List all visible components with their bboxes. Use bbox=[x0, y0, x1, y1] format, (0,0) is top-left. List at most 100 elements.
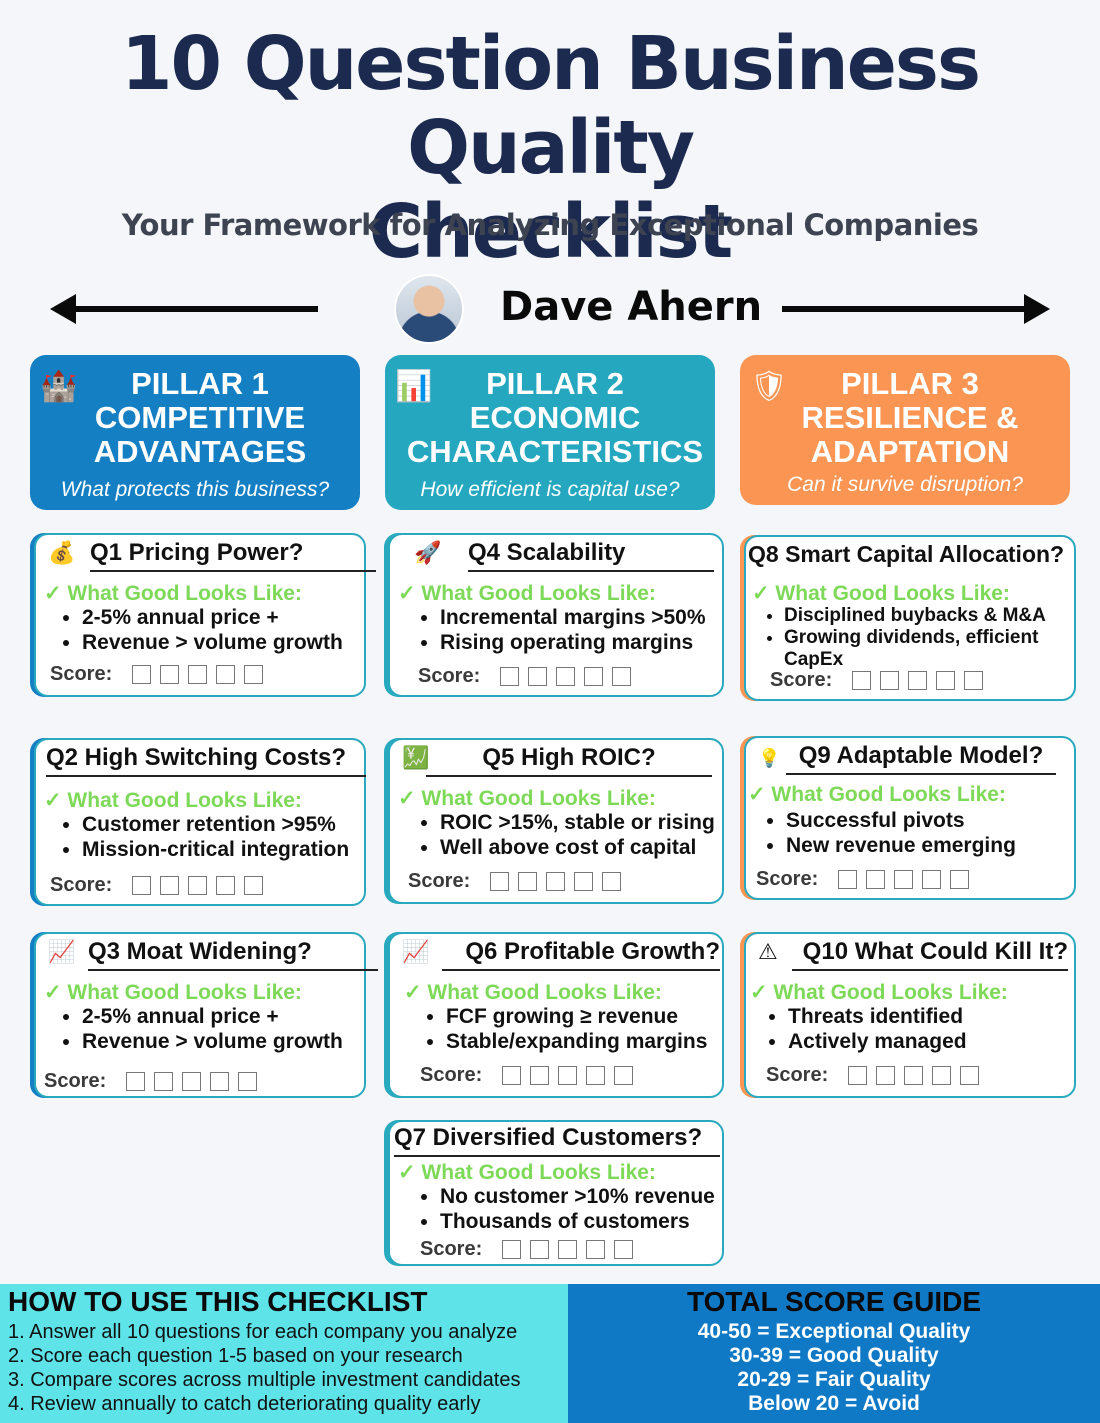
score-checkbox[interactable] bbox=[574, 872, 594, 891]
score-checkbox[interactable] bbox=[612, 667, 632, 686]
bullet-list: Threats identified Actively managed bbox=[784, 1004, 967, 1054]
list-item: Revenue > volume growth bbox=[82, 1029, 343, 1054]
score-checkbox[interactable] bbox=[530, 1240, 550, 1259]
score-guide-line: 30-39 = Good Quality bbox=[729, 1344, 939, 1367]
pillar-question: How efficient is capital use? bbox=[420, 478, 680, 501]
score-checkbox[interactable] bbox=[558, 1066, 578, 1085]
score-checkbox[interactable] bbox=[936, 671, 956, 690]
score-checkbox[interactable] bbox=[502, 1240, 522, 1259]
question-title: Q10 What Could Kill It? bbox=[792, 938, 1068, 971]
list-item: Mission-critical integration bbox=[82, 837, 349, 862]
score-checkbox[interactable] bbox=[132, 876, 152, 895]
score-checkbox[interactable] bbox=[160, 876, 180, 895]
list-item: 2-5% annual price + bbox=[82, 1004, 343, 1029]
good-label: ✓ What Good Looks Like: bbox=[748, 783, 1006, 806]
score-checkbox[interactable] bbox=[876, 1066, 896, 1085]
score-checkbox[interactable] bbox=[546, 872, 566, 891]
score-row: Score: bbox=[50, 663, 264, 686]
pillar-question: What protects this business? bbox=[60, 478, 330, 501]
pillar-title: PILLAR 2 ECONOMIC CHARACTERISTICS bbox=[406, 366, 704, 469]
list-item: 1. Answer all 10 questions for each comp… bbox=[8, 1321, 518, 1343]
score-checkbox[interactable] bbox=[216, 876, 236, 895]
question-card-q6: 📈 Q6 Profitable Growth? ✓ What Good Look… bbox=[388, 932, 724, 1098]
score-checkbox[interactable] bbox=[866, 870, 886, 889]
score-checkbox[interactable] bbox=[188, 665, 208, 684]
pillar-title: PILLAR 3 RESILIENCE & ADAPTATION bbox=[801, 366, 1019, 469]
score-checkbox[interactable] bbox=[614, 1066, 634, 1085]
pillar-3: 🛡 PILLAR 3 RESILIENCE & ADAPTATION Can i… bbox=[740, 355, 1070, 505]
author-name: Dave Ahern bbox=[500, 284, 763, 330]
score-checkbox[interactable] bbox=[964, 671, 984, 690]
score-checkbox[interactable] bbox=[602, 872, 622, 891]
score-checkbox[interactable] bbox=[244, 876, 264, 895]
score-checkbox[interactable] bbox=[558, 1240, 578, 1259]
how-to-panel: HOW TO USE THIS CHECKLIST 1. Answer all … bbox=[0, 1284, 568, 1423]
good-label: ✓ What Good Looks Like: bbox=[398, 582, 656, 605]
score-row: Score: bbox=[408, 870, 622, 893]
pillar-question: Can it survive disruption? bbox=[787, 473, 1023, 496]
score-checkbox[interactable] bbox=[848, 1066, 868, 1085]
score-checkbox[interactable] bbox=[132, 665, 152, 684]
score-checkbox[interactable] bbox=[188, 876, 208, 895]
bullet-list: Incremental margins >50% Rising operatin… bbox=[436, 605, 706, 655]
score-checkbox[interactable] bbox=[556, 667, 576, 686]
score-checkbox[interactable] bbox=[490, 872, 510, 891]
score-checkbox[interactable] bbox=[922, 870, 942, 889]
score-checkbox[interactable] bbox=[528, 667, 548, 686]
pillar-title: PILLAR 1 COMPETITIVE ADVANTAGES bbox=[93, 366, 307, 469]
question-card-q8: Q8 Smart Capital Allocation? ✓ What Good… bbox=[744, 535, 1076, 701]
rocket-icon: 🚀 bbox=[414, 541, 442, 566]
arrow-right-line bbox=[782, 306, 1038, 312]
arrow-right-icon bbox=[1024, 294, 1050, 324]
score-checkbox[interactable] bbox=[584, 667, 604, 686]
question-card-q7: Q7 Diversified Customers? ✓ What Good Lo… bbox=[388, 1120, 724, 1266]
score-row: Score: bbox=[418, 665, 632, 688]
bullet-list: 2-5% annual price + Revenue > volume gro… bbox=[78, 1004, 343, 1054]
question-title: Q1 Pricing Power? bbox=[90, 539, 376, 572]
score-checkbox[interactable] bbox=[238, 1072, 258, 1091]
score-checkbox[interactable] bbox=[126, 1072, 146, 1091]
score-checkbox[interactable] bbox=[932, 1066, 952, 1085]
score-checkbox[interactable] bbox=[880, 671, 900, 690]
score-checkbox[interactable] bbox=[500, 667, 520, 686]
score-checkbox[interactable] bbox=[530, 1066, 550, 1085]
score-checkbox[interactable] bbox=[852, 671, 872, 690]
question-title: Q2 High Switching Costs? bbox=[46, 744, 366, 777]
score-label: Score: bbox=[44, 1070, 107, 1092]
score-checkbox[interactable] bbox=[838, 870, 858, 889]
list-item: ROIC >15%, stable or rising bbox=[440, 810, 715, 835]
score-checkbox[interactable] bbox=[894, 870, 914, 889]
list-item: 3. Compare scores across multiple invest… bbox=[8, 1369, 521, 1391]
pillar-1: 🏰 PILLAR 1 COMPETITIVE ADVANTAGES What p… bbox=[30, 355, 360, 510]
score-checkbox[interactable] bbox=[154, 1072, 174, 1091]
list-item: 4. Review annually to catch deterioratin… bbox=[8, 1393, 481, 1415]
score-guide-line: 20-29 = Fair Quality bbox=[737, 1368, 931, 1391]
warning-icon: ⚠ bbox=[758, 940, 778, 965]
score-checkbox[interactable] bbox=[908, 671, 928, 690]
how-to-steps: 1. Answer all 10 questions for each comp… bbox=[8, 1320, 560, 1416]
score-label: Score: bbox=[408, 870, 471, 892]
money-bag-icon: 💰 bbox=[48, 541, 76, 566]
score-checkbox[interactable] bbox=[960, 1066, 980, 1085]
score-checkbox[interactable] bbox=[586, 1066, 606, 1085]
list-item: New revenue emerging bbox=[786, 833, 1016, 858]
score-row: Score: bbox=[770, 669, 984, 692]
score-checkbox[interactable] bbox=[950, 870, 970, 889]
score-checkbox[interactable] bbox=[502, 1066, 522, 1085]
score-checkbox[interactable] bbox=[160, 665, 180, 684]
score-checkbox[interactable] bbox=[518, 872, 538, 891]
score-row: Score: bbox=[420, 1064, 634, 1087]
score-checkbox[interactable] bbox=[210, 1072, 230, 1091]
question-title: Q5 High ROIC? bbox=[426, 744, 712, 777]
score-checkbox[interactable] bbox=[586, 1240, 606, 1259]
good-label: ✓ What Good Looks Like: bbox=[398, 787, 656, 810]
light-bulb-icon: 💡 bbox=[758, 748, 781, 769]
score-checkbox[interactable] bbox=[614, 1240, 634, 1259]
question-card-q4: 🚀 Q4 Scalability ✓ What Good Looks Like:… bbox=[388, 533, 724, 697]
score-checkbox[interactable] bbox=[904, 1066, 924, 1085]
score-checkbox[interactable] bbox=[244, 665, 264, 684]
score-checkbox[interactable] bbox=[182, 1072, 202, 1091]
score-checkbox[interactable] bbox=[216, 665, 236, 684]
bullet-list: FCF growing ≥ revenue Stable/expanding m… bbox=[442, 1004, 707, 1054]
page-title: 10 Question Business Quality Checklist bbox=[0, 22, 1100, 274]
